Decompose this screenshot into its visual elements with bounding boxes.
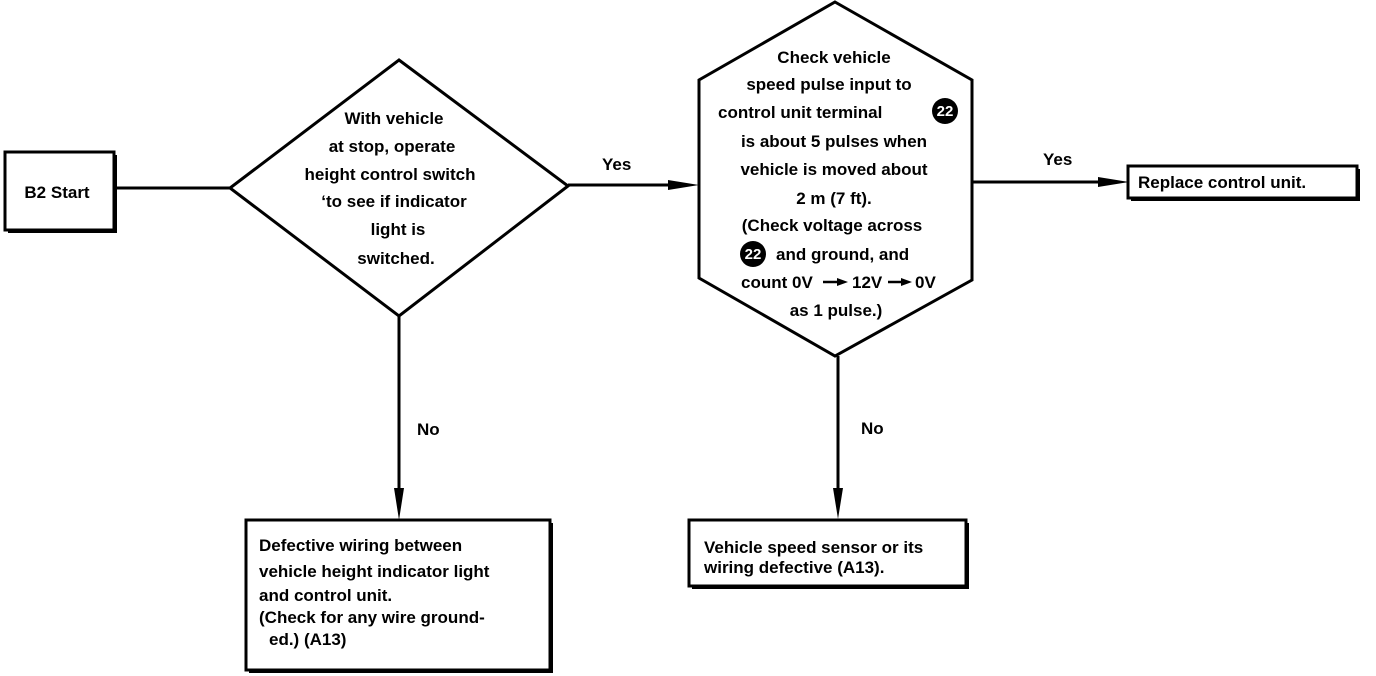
decision-line-1: With vehicle bbox=[344, 109, 443, 128]
terminal-22-badge-1: 22 bbox=[932, 98, 958, 124]
check-line-4: is about 5 pulses when bbox=[741, 132, 927, 151]
check-line-9-start: count 0V bbox=[741, 273, 813, 292]
start-node: B2 Start bbox=[3, 150, 117, 233]
wiring-defect-node: Defective wiring between vehicle height … bbox=[244, 518, 553, 673]
replace-label: Replace control unit. bbox=[1138, 173, 1306, 192]
decision-line-3: height control switch bbox=[305, 165, 476, 184]
check-node: Check vehicle speed pulse input to contr… bbox=[697, 0, 974, 358]
start-label: B2 Start bbox=[24, 183, 90, 202]
decision-node: With vehicle at stop, operate height con… bbox=[227, 58, 571, 318]
check-line-3: control unit terminal bbox=[718, 103, 882, 122]
arrow-right-icon-2 bbox=[888, 278, 912, 286]
wiring-line-5: ed.) (A13) bbox=[269, 630, 346, 649]
terminal-22-label-2: 22 bbox=[745, 246, 762, 263]
terminal-22-label-1: 22 bbox=[937, 103, 954, 120]
check-line-6: 2 m (7 ft). bbox=[796, 189, 872, 208]
edge-label-yes-2: Yes bbox=[1043, 150, 1072, 169]
check-line-7: (Check voltage across bbox=[742, 216, 922, 235]
wiring-line-4: (Check for any wire ground- bbox=[259, 608, 485, 627]
decision-line-5: light is bbox=[371, 220, 426, 239]
edge-label-no-2: No bbox=[861, 419, 884, 438]
edge-label-no-1: No bbox=[417, 420, 440, 439]
arrowhead-to-wiring bbox=[394, 488, 404, 520]
wiring-line-1: Defective wiring between bbox=[259, 536, 462, 555]
decision-line-6: switched. bbox=[357, 249, 434, 268]
check-line-2: speed pulse input to bbox=[746, 75, 911, 94]
wiring-line-2: vehicle height indicator light bbox=[259, 562, 490, 581]
sensor-defect-node: Vehicle speed sensor or its wiring defec… bbox=[687, 518, 969, 589]
arrowhead-to-check bbox=[668, 180, 699, 190]
edge-label-yes-1: Yes bbox=[602, 155, 631, 174]
sensor-line-1: Vehicle speed sensor or its bbox=[704, 538, 923, 557]
check-line-1: Check vehicle bbox=[777, 48, 890, 67]
check-line-5: vehicle is moved about bbox=[740, 160, 927, 179]
wiring-line-3: and control unit. bbox=[259, 586, 392, 605]
arrow-right-icon-1 bbox=[823, 278, 848, 286]
decision-line-4: ‘to see if indicator bbox=[321, 192, 467, 211]
check-line-10: as 1 pulse.) bbox=[790, 301, 883, 320]
arrowhead-to-sensor bbox=[833, 488, 843, 519]
terminal-22-badge-2: 22 bbox=[740, 241, 766, 267]
replace-node: Replace control unit. bbox=[1126, 164, 1360, 201]
check-line-8: and ground, and bbox=[776, 245, 909, 264]
sensor-line-2: wiring defective (A13). bbox=[703, 558, 884, 577]
arrowhead-to-replace bbox=[1098, 177, 1129, 187]
decision-line-2: at stop, operate bbox=[329, 137, 456, 156]
check-line-9-middle: 12V bbox=[852, 273, 883, 292]
check-line-9-end: 0V bbox=[915, 273, 936, 292]
